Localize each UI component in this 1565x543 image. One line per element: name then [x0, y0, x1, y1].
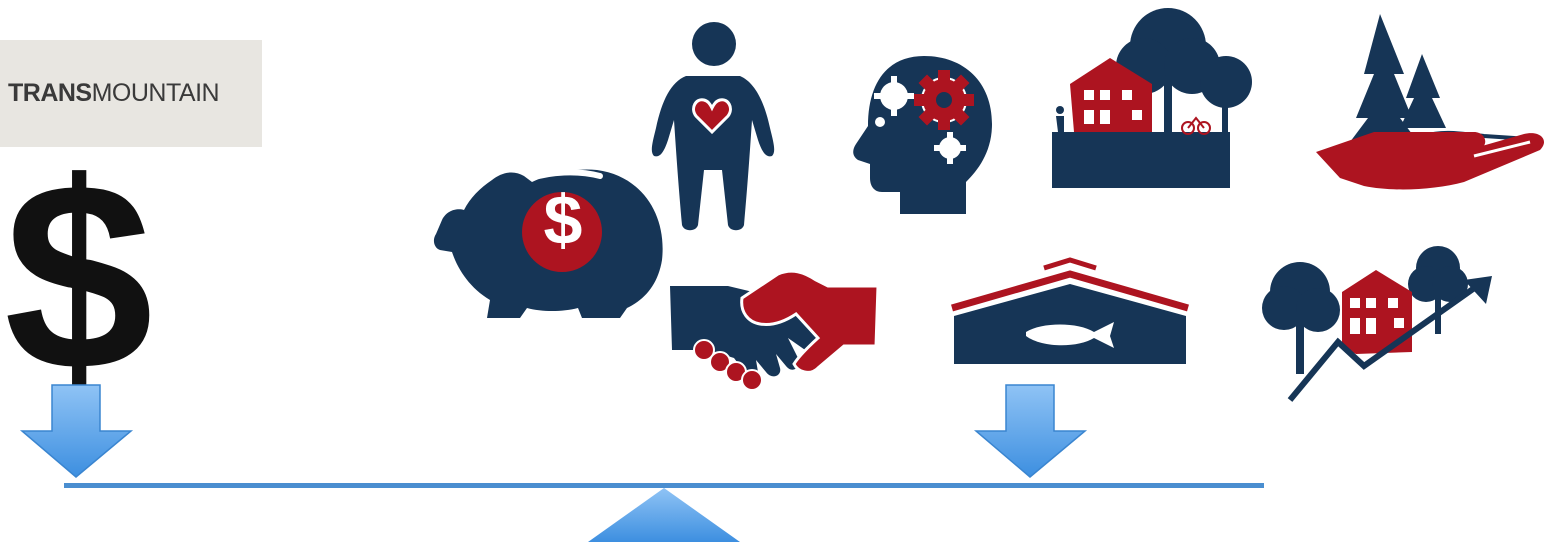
piggy-bank-icon — [433, 169, 663, 318]
hand-trees-icon — [1316, 14, 1545, 190]
balance-beam — [64, 483, 1264, 488]
down-arrow-right-icon — [973, 384, 1088, 478]
person-heart-icon — [651, 22, 775, 231]
head-gears-icon — [853, 56, 992, 214]
handshake-icon — [670, 269, 880, 391]
logo-text-bold: TRANS — [8, 79, 92, 107]
house-trees-icon — [1052, 8, 1252, 188]
piggy-dollar-sign: $ — [543, 181, 583, 259]
fish-hatchery-icon — [951, 257, 1189, 364]
dollar-sign: $ — [4, 126, 154, 426]
house-trees-growth-icon — [1262, 246, 1492, 402]
fulcrum-triangle — [588, 488, 740, 542]
down-arrow-left-icon — [19, 384, 134, 478]
logo-text-light: MOUNTAIN — [91, 79, 220, 107]
